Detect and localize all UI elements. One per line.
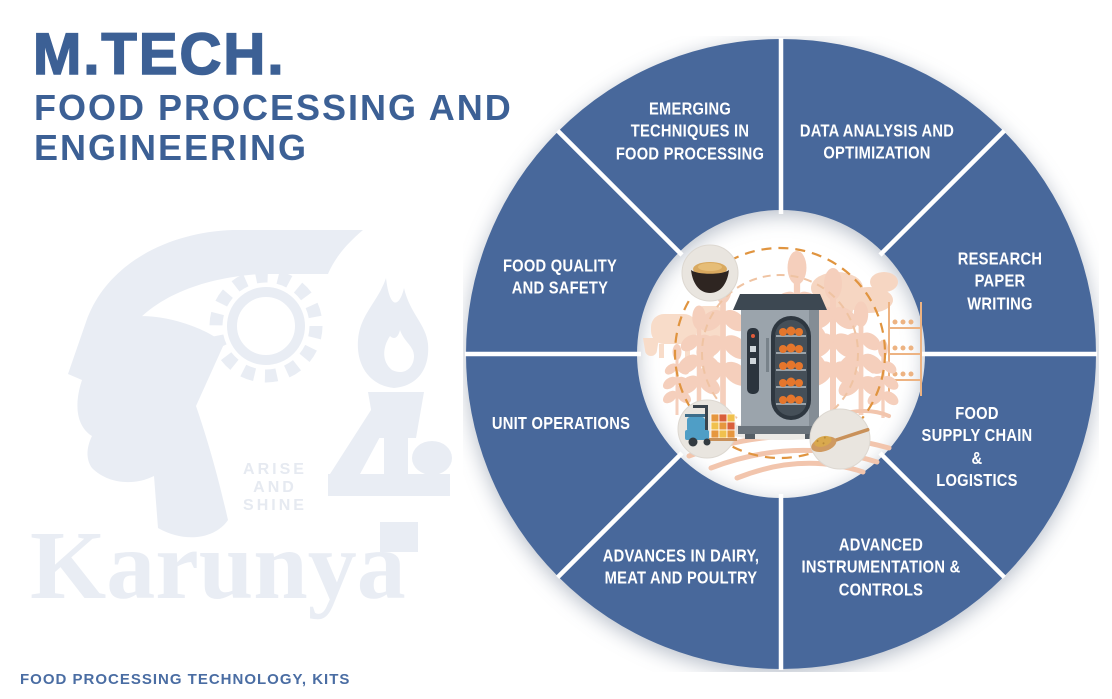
motto-line-and: AND (253, 479, 297, 496)
bread-loaves (779, 326, 803, 404)
flour-bowl-icon (691, 262, 729, 293)
degree-title: M.TECH. (32, 22, 286, 87)
footer-caption: FOOD PROCESSING TECHNOLOGY, KITS (20, 671, 351, 688)
flame-inner-shape (384, 330, 414, 373)
torch-icon (328, 392, 452, 552)
motto-line-arise: ARISE (243, 461, 307, 478)
segment-dividers (465, 38, 1097, 670)
wheel-segment-supply-chain: FOOD SUPPLY CHAIN & LOGISTICS (921, 403, 1033, 491)
program-title: FOOD PROCESSING AND ENGINEERING (34, 87, 513, 169)
wheel-segment-data-analysis: DATA ANALYSIS AND OPTIMIZATION (799, 120, 955, 163)
program-wheel (465, 38, 1097, 670)
dashed-ring-icon (673, 246, 887, 460)
baking-oven-icon (724, 294, 840, 440)
karunya-wordmark: Karunya (30, 512, 406, 620)
gear-icon (209, 269, 323, 383)
forklift-bubble (677, 399, 737, 459)
wheel-segment-research-paper: RESEARCH PAPER WRITING (957, 248, 1043, 314)
karunya-emblem: ARISE AND SHINE Karunya (30, 230, 452, 620)
wheel-segment-instrumentation: ADVANCED INSTRUMENTATION & CONTROLS (801, 534, 961, 600)
wheel-segment-dairy-meat-poultry: ADVANCES IN DAIRY, MEAT AND POULTRY (602, 545, 760, 588)
karunya-watermark-logo: ARISE AND SHINE Karunya (30, 230, 452, 620)
flour-bowl-bubble (681, 244, 739, 302)
flame-icon (357, 278, 429, 388)
head-profile-shape (68, 316, 228, 538)
wheel-segment-unit-operations: UNIT OPERATIONS (491, 412, 631, 433)
motto-line-shine: SHINE (243, 497, 307, 514)
head-hair-shape (86, 230, 363, 344)
baker-peel-bubble (809, 408, 871, 470)
wheel-segment-emerging-techniques: EMERGING TECHNIQUES IN FOOD PROCESSING (615, 98, 765, 164)
forklift-boxes-icon (685, 405, 737, 447)
center-food-processing-illustration (643, 244, 922, 481)
baker-peel-icon (811, 427, 870, 453)
wheel-segment-food-quality: FOOD QUALITY AND SAFETY (502, 255, 618, 298)
oven-handle (766, 338, 769, 372)
